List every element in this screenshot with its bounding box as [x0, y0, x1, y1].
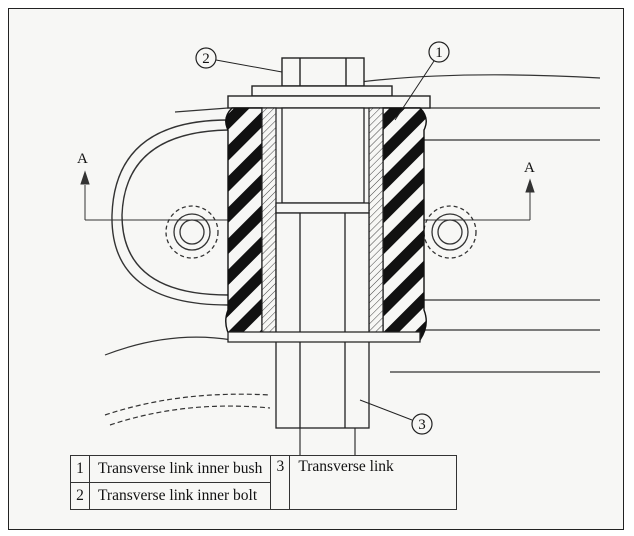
- inner-sleeve: [261, 107, 384, 341]
- svg-text:1: 1: [435, 45, 443, 61]
- section-mark-left: A: [77, 151, 88, 167]
- legend-num: 3: [270, 455, 291, 510]
- svg-text:3: 3: [418, 417, 426, 433]
- legend-row: 2 Transverse link inner bolt: [70, 482, 457, 510]
- callout-1: 1: [394, 41, 450, 121]
- legend-label: Transverse link inner bolt: [88, 482, 272, 510]
- parts-legend-table: 1 Transverse link inner bush 3 Transvers…: [70, 455, 458, 510]
- bolt-head: [227, 57, 431, 109]
- rubber-bush: [225, 107, 427, 341]
- callout-2: 2: [195, 47, 283, 73]
- legend-num: 2: [70, 482, 90, 510]
- callout-3: 3: [359, 399, 433, 435]
- legend-num: 1: [70, 455, 90, 483]
- nut-left: [165, 205, 219, 259]
- link-body-outline: [104, 74, 601, 460]
- legend-row: 1 Transverse link inner bush 3 Transvers…: [70, 455, 458, 510]
- section-mark-right: A: [524, 160, 535, 176]
- nut-right: [423, 205, 477, 259]
- svg-text:2: 2: [202, 51, 210, 67]
- legend-label: Transverse link inner bush: [88, 455, 272, 483]
- bolt-shank: [275, 107, 370, 429]
- bracket-outline: [111, 119, 229, 306]
- legend-label: Transverse link: [289, 455, 458, 510]
- support-plate: [227, 331, 421, 343]
